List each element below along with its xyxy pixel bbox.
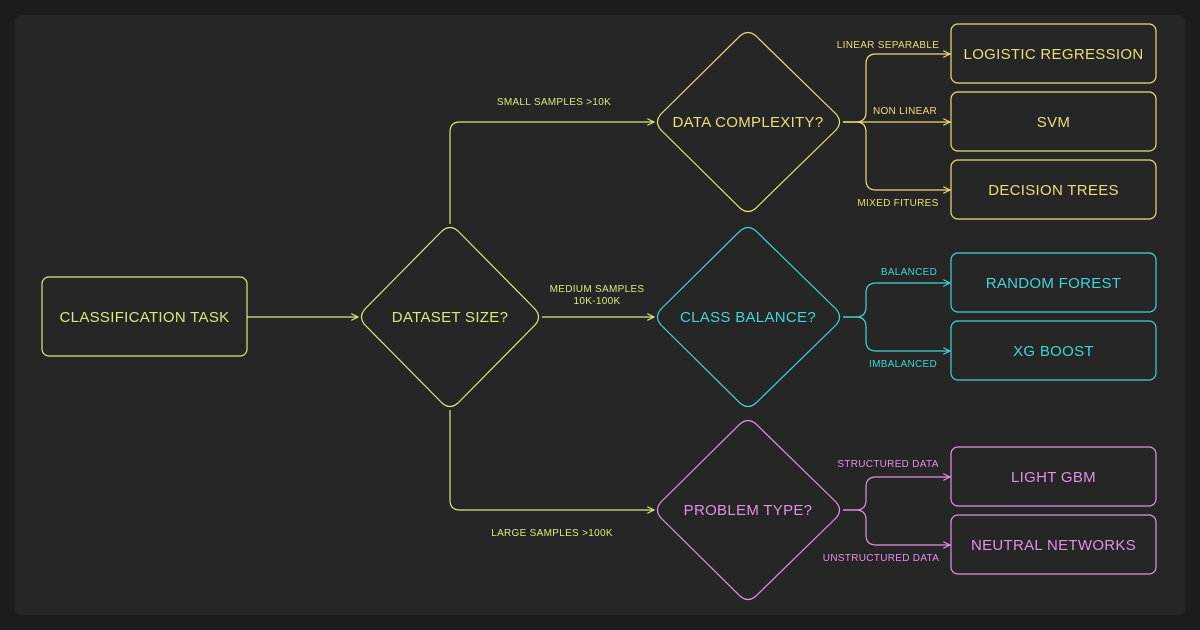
edge-mixed-features — [843, 121, 950, 190]
decision-data-complexity: DATA COMPLEXITY? — [656, 31, 841, 213]
leaf-neutral-networks: NEUTRAL NETWORKS — [950, 514, 1157, 575]
decision-class-balance: CLASS BALANCE? — [656, 226, 841, 408]
decision-dataset-size-label: DATASET SIZE? — [392, 309, 508, 326]
edge-label-linear: LINEAR SEPARABLE — [837, 40, 939, 51]
edge-label-structured: STRUCTURED DATA — [837, 459, 938, 470]
leaf-logistic-regression-label: LOGISTIC REGRESSION — [964, 46, 1144, 63]
edge-label-imbalanced: IMBALANCED — [869, 359, 937, 370]
edge-label-large: LARGE SAMPLES >100K — [491, 528, 613, 539]
edge-label-balanced: BALANCED — [881, 267, 937, 278]
edge-label-medium-1: MEDIUM SAMPLES — [550, 284, 645, 295]
edge-label-medium-2: 10K-100K — [574, 296, 621, 307]
leaf-random-forest: RANDOM FOREST — [950, 252, 1157, 313]
edge-label-small: SMALL SAMPLES >10K — [497, 97, 611, 108]
edge-label-nonlinear: NON LINEAR — [873, 106, 937, 117]
leaf-light-gbm: LIGHT GBM — [950, 446, 1157, 507]
leaf-light-gbm-label: LIGHT GBM — [1011, 469, 1096, 486]
leaf-xg-boost-label: XG BOOST — [1013, 343, 1094, 360]
leaf-decision-trees: DECISION TREES — [950, 159, 1157, 220]
decision-problem-type: PROBLEM TYPE? — [656, 419, 841, 601]
decision-problem-type-label: PROBLEM TYPE? — [684, 502, 813, 519]
decision-data-complexity-label: DATA COMPLEXITY? — [673, 114, 824, 131]
edge-balanced — [843, 283, 950, 318]
edge-label-mixed: MIXED FITURES — [857, 198, 938, 209]
edge-unstructured-data — [843, 509, 950, 545]
leaf-random-forest-label: RANDOM FOREST — [986, 275, 1122, 292]
leaf-xg-boost: XG BOOST — [950, 320, 1157, 381]
decision-class-balance-label: CLASS BALANCE? — [680, 309, 816, 326]
leaf-neutral-networks-label: NEUTRAL NETWORKS — [971, 537, 1136, 554]
leaf-svm: SVM — [950, 91, 1157, 152]
edge-imbalanced — [843, 316, 950, 351]
edge-label-unstructured: UNSTRUCTURED DATA — [823, 553, 939, 564]
leaf-logistic-regression: LOGISTIC REGRESSION — [950, 23, 1157, 84]
edge-small-samples — [449, 122, 654, 224]
leaf-svm-label: SVM — [1037, 114, 1070, 131]
edge-large-samples — [449, 410, 654, 510]
leaf-decision-trees-label: DECISION TREES — [988, 182, 1119, 199]
decision-dataset-size: DATASET SIZE? — [360, 226, 540, 408]
node-classification-task-label: CLASSIFICATION TASK — [60, 309, 230, 326]
node-classification-task: CLASSIFICATION TASK — [41, 276, 248, 357]
edge-structured-data — [843, 477, 950, 511]
